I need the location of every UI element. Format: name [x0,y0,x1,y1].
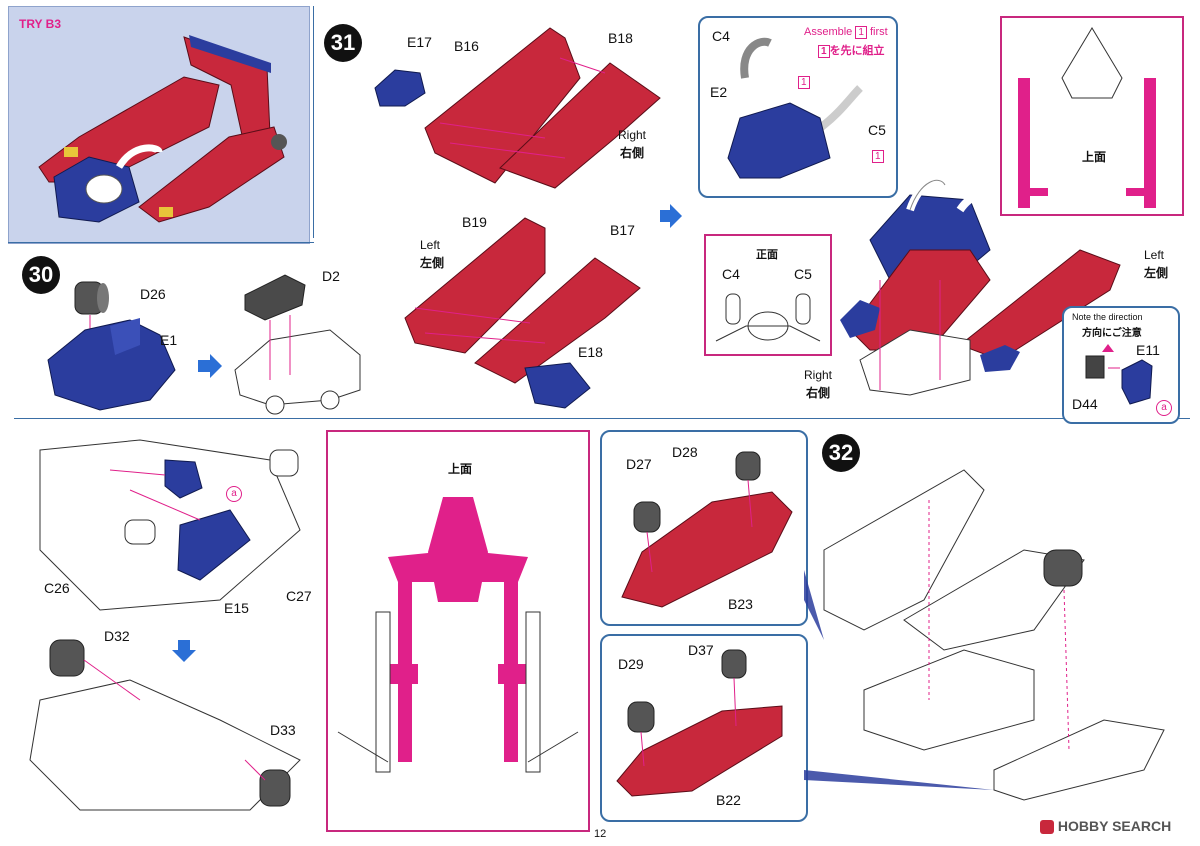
completed-vehicle-illustration [38,35,287,223]
front-view-illustration [715,293,821,342]
wheels-box-1-illustration [621,451,793,608]
divider-horizontal [14,418,1190,419]
top-view-label: 上面 [1082,150,1107,164]
label-left-jp: 左側 [420,256,445,270]
label-d44: D44 [1072,396,1098,412]
ref-a-marker: a [1156,400,1172,416]
label-c26: C26 [44,580,70,596]
top-view-box-right: 上面 [1000,16,1184,216]
label-d2: D2 [322,268,340,284]
watermark-text: HOBBY SEARCH [1057,818,1172,834]
label-d32: D32 [104,628,130,644]
main-left-jp: 左側 [1144,266,1169,280]
label-e15: E15 [224,600,249,616]
label-d29: D29 [618,656,644,672]
assembly-main-illustration [840,176,1121,396]
label-b18: B18 [608,30,633,46]
assemble-pre: Assemble [804,26,853,38]
top-view-illustration [1018,27,1156,208]
page-number: 12 [594,828,607,840]
assemble-note-en: Assemble 1 first [804,26,888,39]
try-b3-panel: TRY B3 [8,6,310,244]
assemble-jp-num: 1 [818,45,830,58]
try-label: TRY B3 [19,17,62,31]
label-e2: E2 [710,84,728,100]
wheels-box-1: D27 D28 B23 [600,430,808,626]
label-d27: D27 [626,456,652,472]
label-b16: B16 [454,38,479,54]
label-d33: D33 [270,722,296,738]
step-31-badge: 31 [324,24,362,62]
step-31-illustration [374,27,661,409]
label-c5: C5 [868,122,886,138]
front-c5: C5 [794,266,812,282]
label-right-jp: 右側 [620,146,645,160]
direction-en: Note the direction [1072,312,1143,322]
label-e18: E18 [578,344,603,360]
label-d26: D26 [140,286,166,302]
step-30-badge: 30 [22,256,60,294]
label-c27: C27 [286,588,312,604]
bottom-left-top-illustration [39,439,301,611]
label-b17: B17 [610,222,635,238]
label-e17: E17 [407,34,432,50]
wheels-box-2-illustration [616,649,783,797]
assemble-num: 1 [855,26,867,39]
marker-1a: 1 [798,76,810,89]
label-c4: C4 [712,28,730,44]
front-view-title: 正面 [756,249,778,261]
watermark: HOBBY SEARCH [1040,818,1172,835]
assemble-post: first [869,26,888,38]
direction-note-box: Note the direction 方向にご注意 D44 E11 a [1062,306,1180,424]
label-right-en: Right [618,128,647,142]
wheels-box-2: D29 D37 B22 [600,634,808,822]
direction-jp: 方向にご注意 [1082,328,1142,339]
label-b23: B23 [728,596,753,612]
divider-top-left [8,242,314,243]
label-left-en: Left [420,238,441,252]
main-right-en: Right [804,368,833,382]
label-e11: E11 [1136,342,1160,358]
direction-illustration [1085,344,1153,405]
center-top-label: 上面 [448,462,473,476]
down-arrow-icon [172,640,196,662]
top-view-box-center: 上面 [326,430,590,832]
bottom-left-bottom-illustration [29,639,301,811]
front-c4: C4 [722,266,740,282]
assemble-jp: を先に組立 [829,45,885,57]
label-d37: D37 [688,642,714,658]
step-arrow-icon [660,204,682,228]
step-30-illustration [47,274,361,415]
label-b19: B19 [462,214,487,230]
label-b22: B22 [716,792,741,808]
divider-vertical [313,6,314,238]
label-e1: E1 [160,332,178,348]
front-view-box: 正面 C4 C5 [704,234,832,356]
main-right-jp: 右側 [806,386,831,400]
marker-1b: 1 [872,150,884,163]
label-d28: D28 [672,444,698,460]
step-32-badge: 32 [822,434,860,472]
watermark-icon [1040,820,1054,835]
inset-illustration [727,37,863,179]
main-left-en: Left [1144,248,1165,262]
step-32-illustration [804,469,1165,801]
bottom-ref-a: a [226,486,242,502]
center-top-illustration [337,497,579,773]
